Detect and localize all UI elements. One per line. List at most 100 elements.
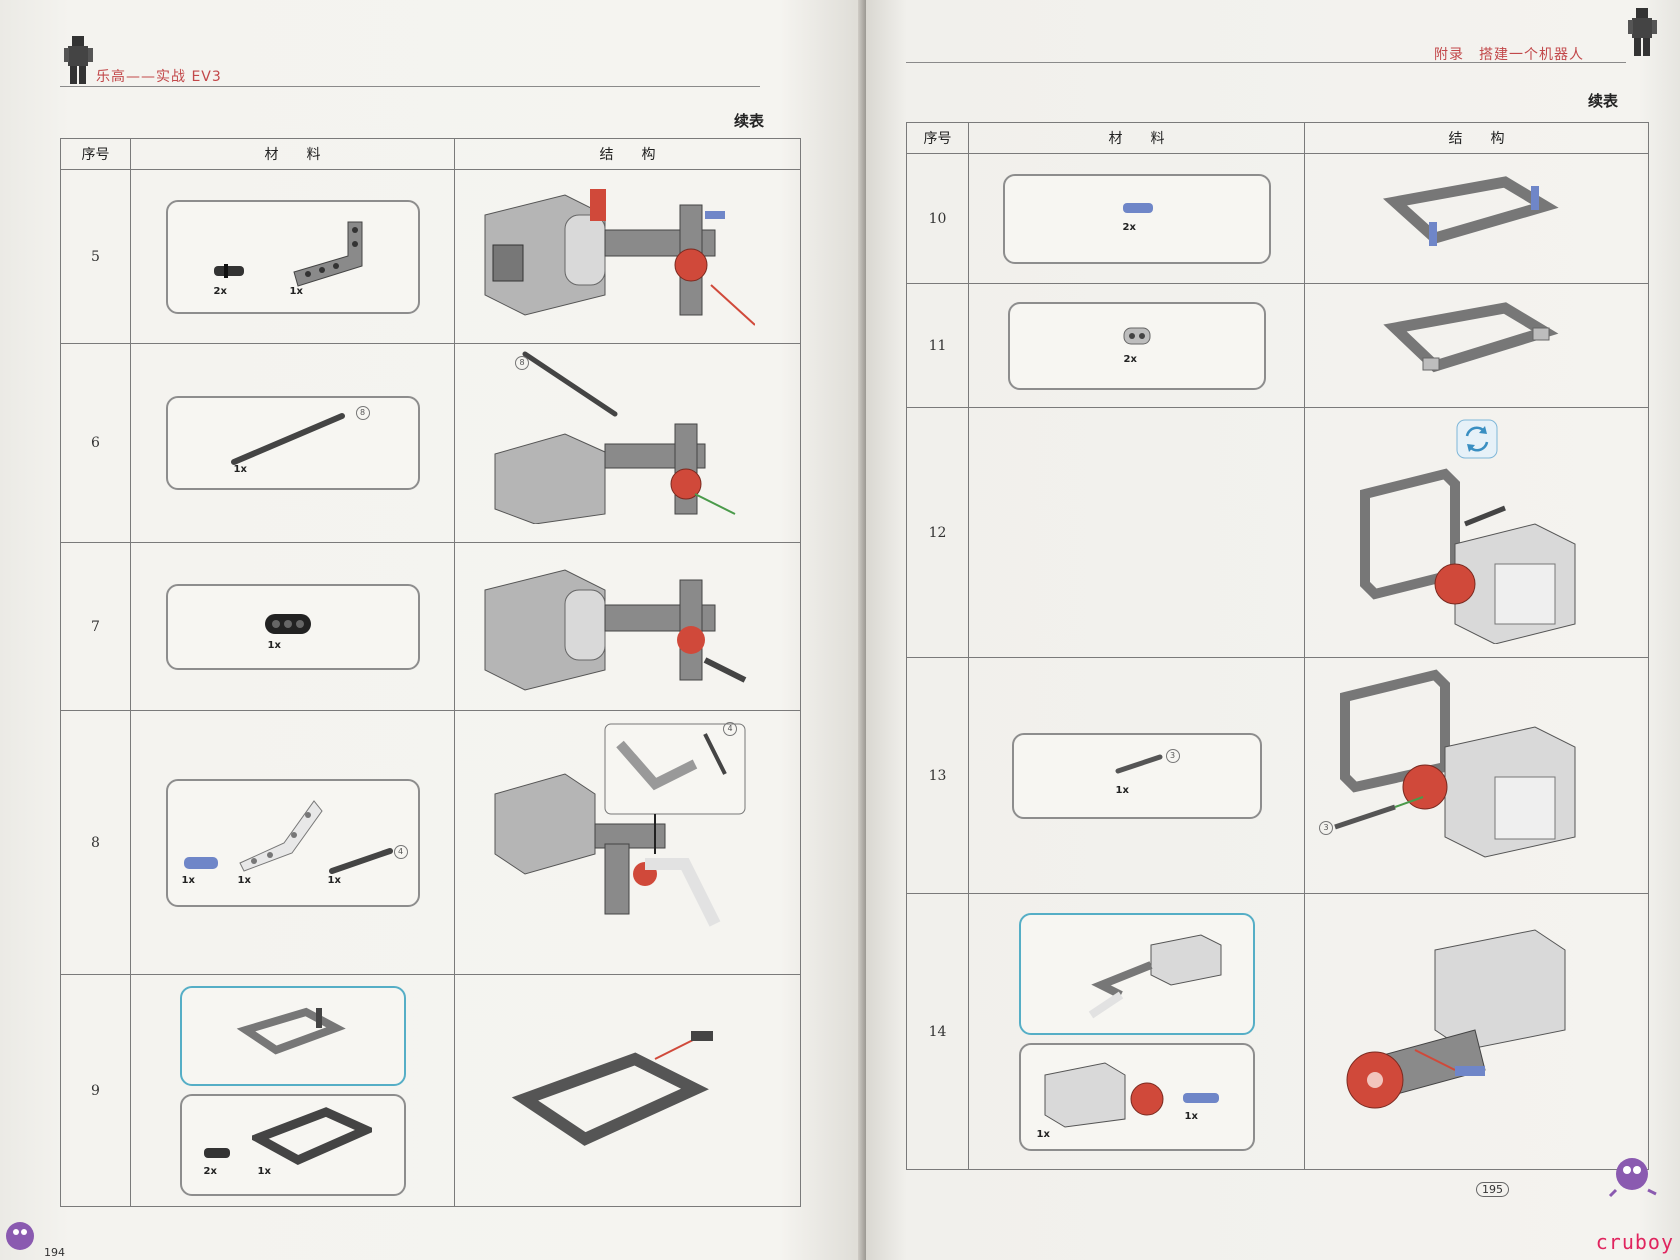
- final-arm-illustration: [1346, 928, 1566, 1108]
- table-header-row: 序号 材 料 结 构: [906, 122, 1649, 154]
- part-quantity: 1x: [1036, 1128, 1050, 1140]
- part-quantity: 1x: [237, 874, 251, 886]
- short-beam-icon: [264, 613, 311, 634]
- robot-figure-logo: [1628, 8, 1657, 56]
- continued-label: 续表: [734, 112, 765, 130]
- motor-frame-illustration: [1360, 467, 1576, 645]
- step-number: 9: [60, 974, 131, 1207]
- l-beam-icon: [292, 221, 362, 287]
- part-quantity: 1x: [267, 639, 281, 651]
- blue-pin-icon: [1182, 1092, 1219, 1103]
- assembly-beam-illustration: [484, 568, 747, 691]
- header-title: 乐高——实战 EV3: [96, 69, 222, 85]
- axle-icon: [230, 413, 345, 465]
- steps-table-left: 序号 材 料 结 构 5 2x 1x: [60, 138, 801, 1207]
- parts-box: 2x: [1007, 301, 1266, 390]
- step-number: 8: [60, 710, 131, 975]
- parts-box: 8 1x: [165, 396, 420, 490]
- part-quantity: 2x: [1123, 353, 1137, 365]
- structure-cell: [1304, 893, 1649, 1170]
- step-number: 12: [906, 407, 969, 658]
- angled-beam-icon: [238, 799, 323, 872]
- mascot-icon: [1608, 1158, 1657, 1198]
- frame-icon: [251, 1106, 372, 1165]
- rotate-model-icon: [1456, 419, 1497, 458]
- parts-box: 2x 1x: [179, 1093, 406, 1196]
- length-callout: 3: [1319, 820, 1333, 835]
- length-callout: 4: [393, 844, 408, 859]
- header-title: 附录 搭建一个机器人: [1434, 47, 1584, 63]
- part-quantity: 2x: [213, 285, 227, 297]
- col-header-materials: 材 料: [130, 138, 455, 170]
- parts-box: 3 1x: [1011, 732, 1262, 819]
- materials-cell: 1x 1x 4 1x: [130, 710, 455, 975]
- part-quantity: 2x: [1122, 221, 1136, 233]
- motor-axle-illustration: [1334, 668, 1576, 858]
- structure-cell: [1304, 283, 1649, 408]
- step-row: 10 2x: [906, 153, 1649, 284]
- materials-cell: 8 1x: [130, 343, 455, 543]
- materials-cell: [968, 407, 1305, 658]
- header-rule: [60, 86, 760, 87]
- length-callout: 8: [355, 406, 370, 420]
- subassembly-box: [179, 985, 406, 1086]
- length-callout: 8: [515, 356, 529, 370]
- step-row: 13 3 1x 3: [906, 657, 1649, 894]
- part-quantity: 1x: [257, 1165, 271, 1177]
- connector-pin-icon: [203, 1147, 230, 1158]
- step-number: 7: [60, 542, 131, 711]
- page-number: 194: [44, 1246, 65, 1259]
- materials-cell: 2x: [968, 153, 1305, 284]
- structure-cell: 4: [454, 710, 801, 975]
- blue-pin-icon: [183, 856, 218, 869]
- connector-pin-icon: [213, 263, 244, 278]
- parts-box: 2x 1x: [165, 199, 420, 314]
- part-quantity: 1x: [1115, 784, 1129, 796]
- col-header-number: 序号: [60, 138, 131, 170]
- length-callout: 3: [1165, 748, 1180, 763]
- structure-cell: [454, 974, 801, 1207]
- materials-cell: 3 1x: [968, 657, 1305, 894]
- step-number: 11: [906, 283, 969, 408]
- continued-label: 续表: [1588, 92, 1619, 110]
- header-rule: [906, 62, 1626, 63]
- step-row: 12: [906, 407, 1649, 658]
- materials-cell: 2x 1x: [130, 974, 455, 1207]
- page-number: 195: [1476, 1182, 1509, 1197]
- part-quantity: 1x: [233, 464, 247, 475]
- part-quantity: 1x: [181, 874, 195, 886]
- robot-figure-logo: [64, 36, 93, 84]
- right-page: 附录 搭建一个机器人 续表 序号 材 料 结 构 10 2x: [866, 0, 1680, 1260]
- axle-icon: [328, 847, 393, 874]
- step-number: 14: [906, 893, 969, 1170]
- structure-cell: [454, 169, 801, 344]
- step-row: 8 1x 1x 4 1x: [60, 710, 801, 975]
- structure-cell: [454, 542, 801, 711]
- frame-blocks-illustration: [1383, 301, 1559, 372]
- structure-cell: 3: [1304, 657, 1649, 894]
- col-header-materials: 材 料: [968, 122, 1305, 154]
- assembly-arm-illustration: [494, 723, 746, 927]
- materials-cell: 1x 1x: [968, 893, 1305, 1170]
- structure-cell: [1304, 153, 1649, 284]
- parts-box: 1x 1x: [1018, 1042, 1255, 1151]
- structure-cell: [1304, 407, 1649, 658]
- left-page: 乐高——实战 EV3 续表 序号 材 料 结 构 5 2x: [0, 0, 866, 1260]
- step-number: 6: [60, 343, 131, 543]
- mascot-icon: [6, 1222, 34, 1250]
- part-quantity: 1x: [327, 874, 341, 886]
- step-row: 11 2x: [906, 283, 1649, 408]
- col-header-number: 序号: [906, 122, 969, 154]
- step-row: 14 1x: [906, 893, 1649, 1170]
- cross-block-icon: [1123, 327, 1150, 344]
- materials-cell: 1x: [130, 542, 455, 711]
- step-number: 13: [906, 657, 969, 894]
- step-number: 5: [60, 169, 131, 344]
- part-quantity: 2x: [203, 1165, 217, 1177]
- frame-pins-illustration: [1382, 175, 1559, 246]
- materials-cell: 2x: [968, 283, 1305, 408]
- assembly-frame-illustration: [511, 1030, 713, 1146]
- steps-table-right: 序号 材 料 结 构 10 2x: [906, 122, 1649, 1170]
- assembly-axle-insert-illustration: [494, 351, 736, 525]
- parts-box: 1x: [165, 583, 420, 670]
